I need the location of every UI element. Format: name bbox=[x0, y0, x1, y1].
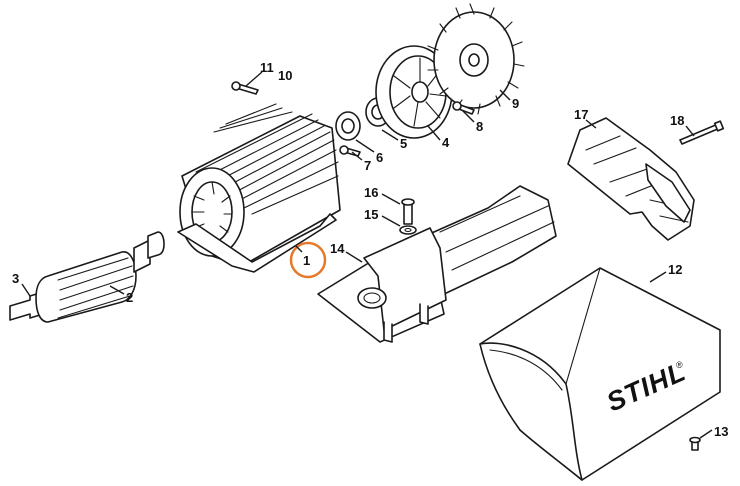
callout-2[interactable]: 2 bbox=[109, 285, 133, 305]
callout-13[interactable]: 13 bbox=[699, 424, 728, 439]
callout-6-label: 6 bbox=[376, 150, 383, 165]
callout-12-label: 12 bbox=[668, 262, 682, 277]
callout-7-label: 7 bbox=[364, 158, 371, 173]
callout-8-label: 8 bbox=[476, 119, 483, 134]
callout-9[interactable]: 9 bbox=[499, 89, 519, 111]
callout-7[interactable]: 7 bbox=[351, 151, 371, 173]
callout-18-label: 18 bbox=[670, 113, 684, 128]
callout-15[interactable]: 15 bbox=[364, 207, 401, 227]
callout-16-label: 16 bbox=[364, 185, 378, 200]
rotor-part[interactable] bbox=[9, 231, 165, 323]
screw-8-part[interactable] bbox=[452, 101, 475, 115]
callout-10-11[interactable]: 11 10 bbox=[245, 60, 292, 87]
callout-17[interactable]: 17 bbox=[574, 107, 597, 129]
callout-2-label: 2 bbox=[126, 290, 133, 305]
callout-10-label: 10 bbox=[278, 68, 292, 83]
callout-18[interactable]: 18 bbox=[670, 113, 695, 137]
end-shield-part[interactable] bbox=[375, 45, 453, 139]
bearing-part[interactable] bbox=[335, 97, 393, 141]
callout-3-label: 3 bbox=[12, 271, 19, 286]
callout-11-label: 11 bbox=[260, 60, 274, 75]
callout-4[interactable]: 4 bbox=[427, 125, 450, 150]
screw-10-11-part[interactable] bbox=[231, 81, 259, 95]
callout-12[interactable]: 12 bbox=[649, 262, 682, 283]
callout-14-label: 14 bbox=[330, 241, 345, 256]
cover-part[interactable] bbox=[479, 267, 721, 481]
callout-17-label: 17 bbox=[574, 107, 588, 122]
callout-8[interactable]: 8 bbox=[461, 109, 483, 134]
callout-6[interactable]: 6 bbox=[355, 139, 383, 165]
callout-15-label: 15 bbox=[364, 207, 378, 222]
bracket-part[interactable] bbox=[567, 117, 695, 241]
screw-16-part[interactable] bbox=[399, 198, 417, 235]
callout-13-label: 13 bbox=[714, 424, 728, 439]
callout-1-highlight[interactable]: 1 bbox=[289, 241, 327, 279]
base-plate-part[interactable] bbox=[317, 185, 557, 343]
fan-part[interactable] bbox=[427, 3, 525, 115]
callout-4-label: 4 bbox=[442, 135, 450, 150]
callout-9-label: 9 bbox=[512, 96, 519, 111]
callout-16[interactable]: 16 bbox=[364, 185, 401, 205]
stator-housing-part[interactable] bbox=[177, 103, 341, 273]
screw-7-part[interactable] bbox=[339, 145, 361, 157]
callout-1-label: 1 bbox=[303, 253, 310, 268]
callout-5[interactable]: 5 bbox=[381, 129, 407, 151]
callout-14[interactable]: 14 bbox=[330, 241, 363, 263]
registered-mark: ® bbox=[676, 360, 683, 370]
screw-18-part[interactable] bbox=[679, 120, 725, 145]
callout-3[interactable]: 3 bbox=[12, 271, 31, 297]
callout-5-label: 5 bbox=[400, 136, 407, 151]
screw-13-part[interactable] bbox=[689, 436, 701, 451]
